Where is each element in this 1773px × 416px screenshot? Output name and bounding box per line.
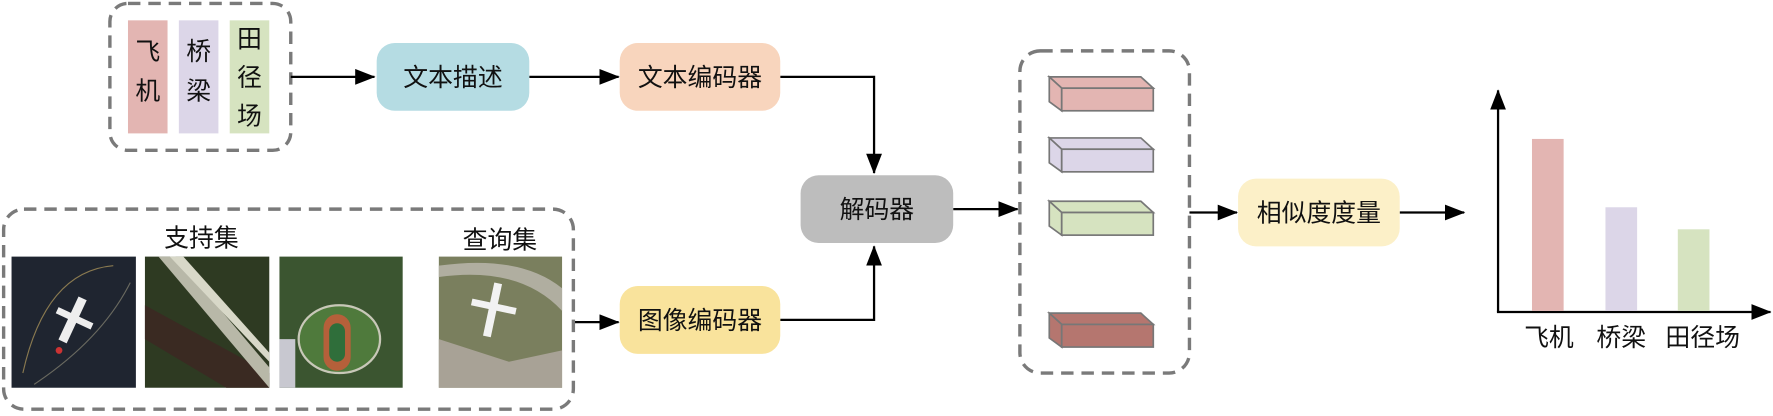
result-chart: 飞机 桥梁 田径场 [1490,89,1772,352]
text-encoder-block: 文本编码器 [619,42,781,111]
image-sets-dashed-box [1,207,576,411]
class-char: 机 [135,76,160,105]
decoder-label: 解码器 [840,195,915,224]
support-image-airplane [11,256,136,388]
class-card-airplane [127,20,168,134]
arrow-image-encoder-to-decoder [780,245,882,322]
features-dashed-box [1018,49,1192,375]
query-set-label: 查询集 [463,226,538,255]
class-names-group: 飞 机 桥 梁 田 径 场 [108,1,293,153]
class-char: 田 [237,24,262,53]
text-description-block: 文本描述 [376,42,530,111]
chart-bar [1605,207,1638,311]
image-sets-group: 支持集 查询集 [1,207,576,411]
class-char: 径 [237,63,262,92]
decoder-block: 解码器 [800,175,954,244]
chart-category-label: 田径场 [1665,323,1740,352]
support-image-bridge [144,256,270,388]
connectors [290,68,1466,331]
text-description-label: 文本描述 [403,63,502,92]
support-image-track-field [279,256,403,388]
text-encoder-label: 文本编码器 [638,63,762,92]
similarity-block: 相似度度量 [1238,178,1400,247]
feature-cube [1047,311,1156,349]
class-card-track-field [229,20,270,134]
class-char: 梁 [186,76,211,105]
query-image-airplane [438,256,563,388]
image-encoder-block: 图像编码器 [619,286,781,354]
class-char: 桥 [186,37,211,66]
similarity-label: 相似度度量 [1257,199,1381,228]
image-encoder-label: 图像编码器 [638,306,762,335]
class-card-bridge [178,20,219,134]
feature-cube [1047,135,1156,174]
support-set-label: 支持集 [164,223,239,252]
class-char: 场 [237,101,262,130]
class-char: 飞 [135,37,160,66]
chart-category-label: 飞机 [1524,323,1574,352]
chart-bar [1677,229,1710,311]
arrow-text-encoder-to-decoder [780,75,882,175]
features-group [1018,49,1192,375]
feature-cube [1047,74,1156,113]
feature-cube [1047,199,1156,237]
chart-bar [1531,138,1564,311]
chart-category-label: 桥梁 [1596,323,1646,352]
